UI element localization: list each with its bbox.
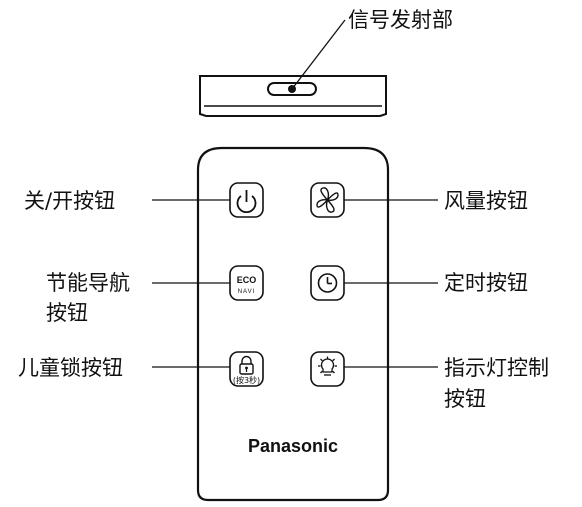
- eco-navi-icon: ECO NAVI: [237, 275, 257, 295]
- label-child-lock: 儿童锁按钮: [18, 356, 123, 380]
- lock-icon: [239, 355, 254, 375]
- label-timer: 定时按钮: [444, 271, 528, 295]
- eco-navi-button[interactable]: ECO NAVI: [229, 265, 264, 301]
- remote-body: [196, 146, 390, 502]
- navi-text: NAVI: [238, 289, 256, 295]
- signal-emitter: [199, 75, 387, 117]
- clock-icon: [317, 273, 338, 293]
- lock-hint: (按3秒): [233, 375, 260, 385]
- label-indicator-line1: 指示灯控制: [444, 356, 549, 380]
- label-signal-emitter: 信号发射部: [348, 8, 453, 32]
- eco-text: ECO: [237, 275, 257, 285]
- fan-speed-button[interactable]: [310, 182, 345, 218]
- label-power: 关/开按钮: [24, 189, 115, 213]
- child-lock-button[interactable]: (按3秒): [229, 351, 264, 387]
- label-fan-speed: 风量按钮: [444, 189, 528, 213]
- indicator-light-button[interactable]: [310, 351, 345, 387]
- label-indicator-line2: 按钮: [444, 387, 486, 411]
- label-eco-navi-line1: 节能导航: [46, 271, 130, 295]
- signal-emitter-leader: [291, 19, 346, 90]
- brand-logo: Panasonic: [248, 436, 338, 456]
- timer-button[interactable]: [310, 265, 345, 301]
- label-eco-navi-line2: 按钮: [46, 301, 88, 325]
- fan-icon: [316, 187, 339, 213]
- power-icon: [236, 190, 257, 214]
- light-bulb-icon: [318, 356, 337, 376]
- power-button[interactable]: [229, 182, 264, 218]
